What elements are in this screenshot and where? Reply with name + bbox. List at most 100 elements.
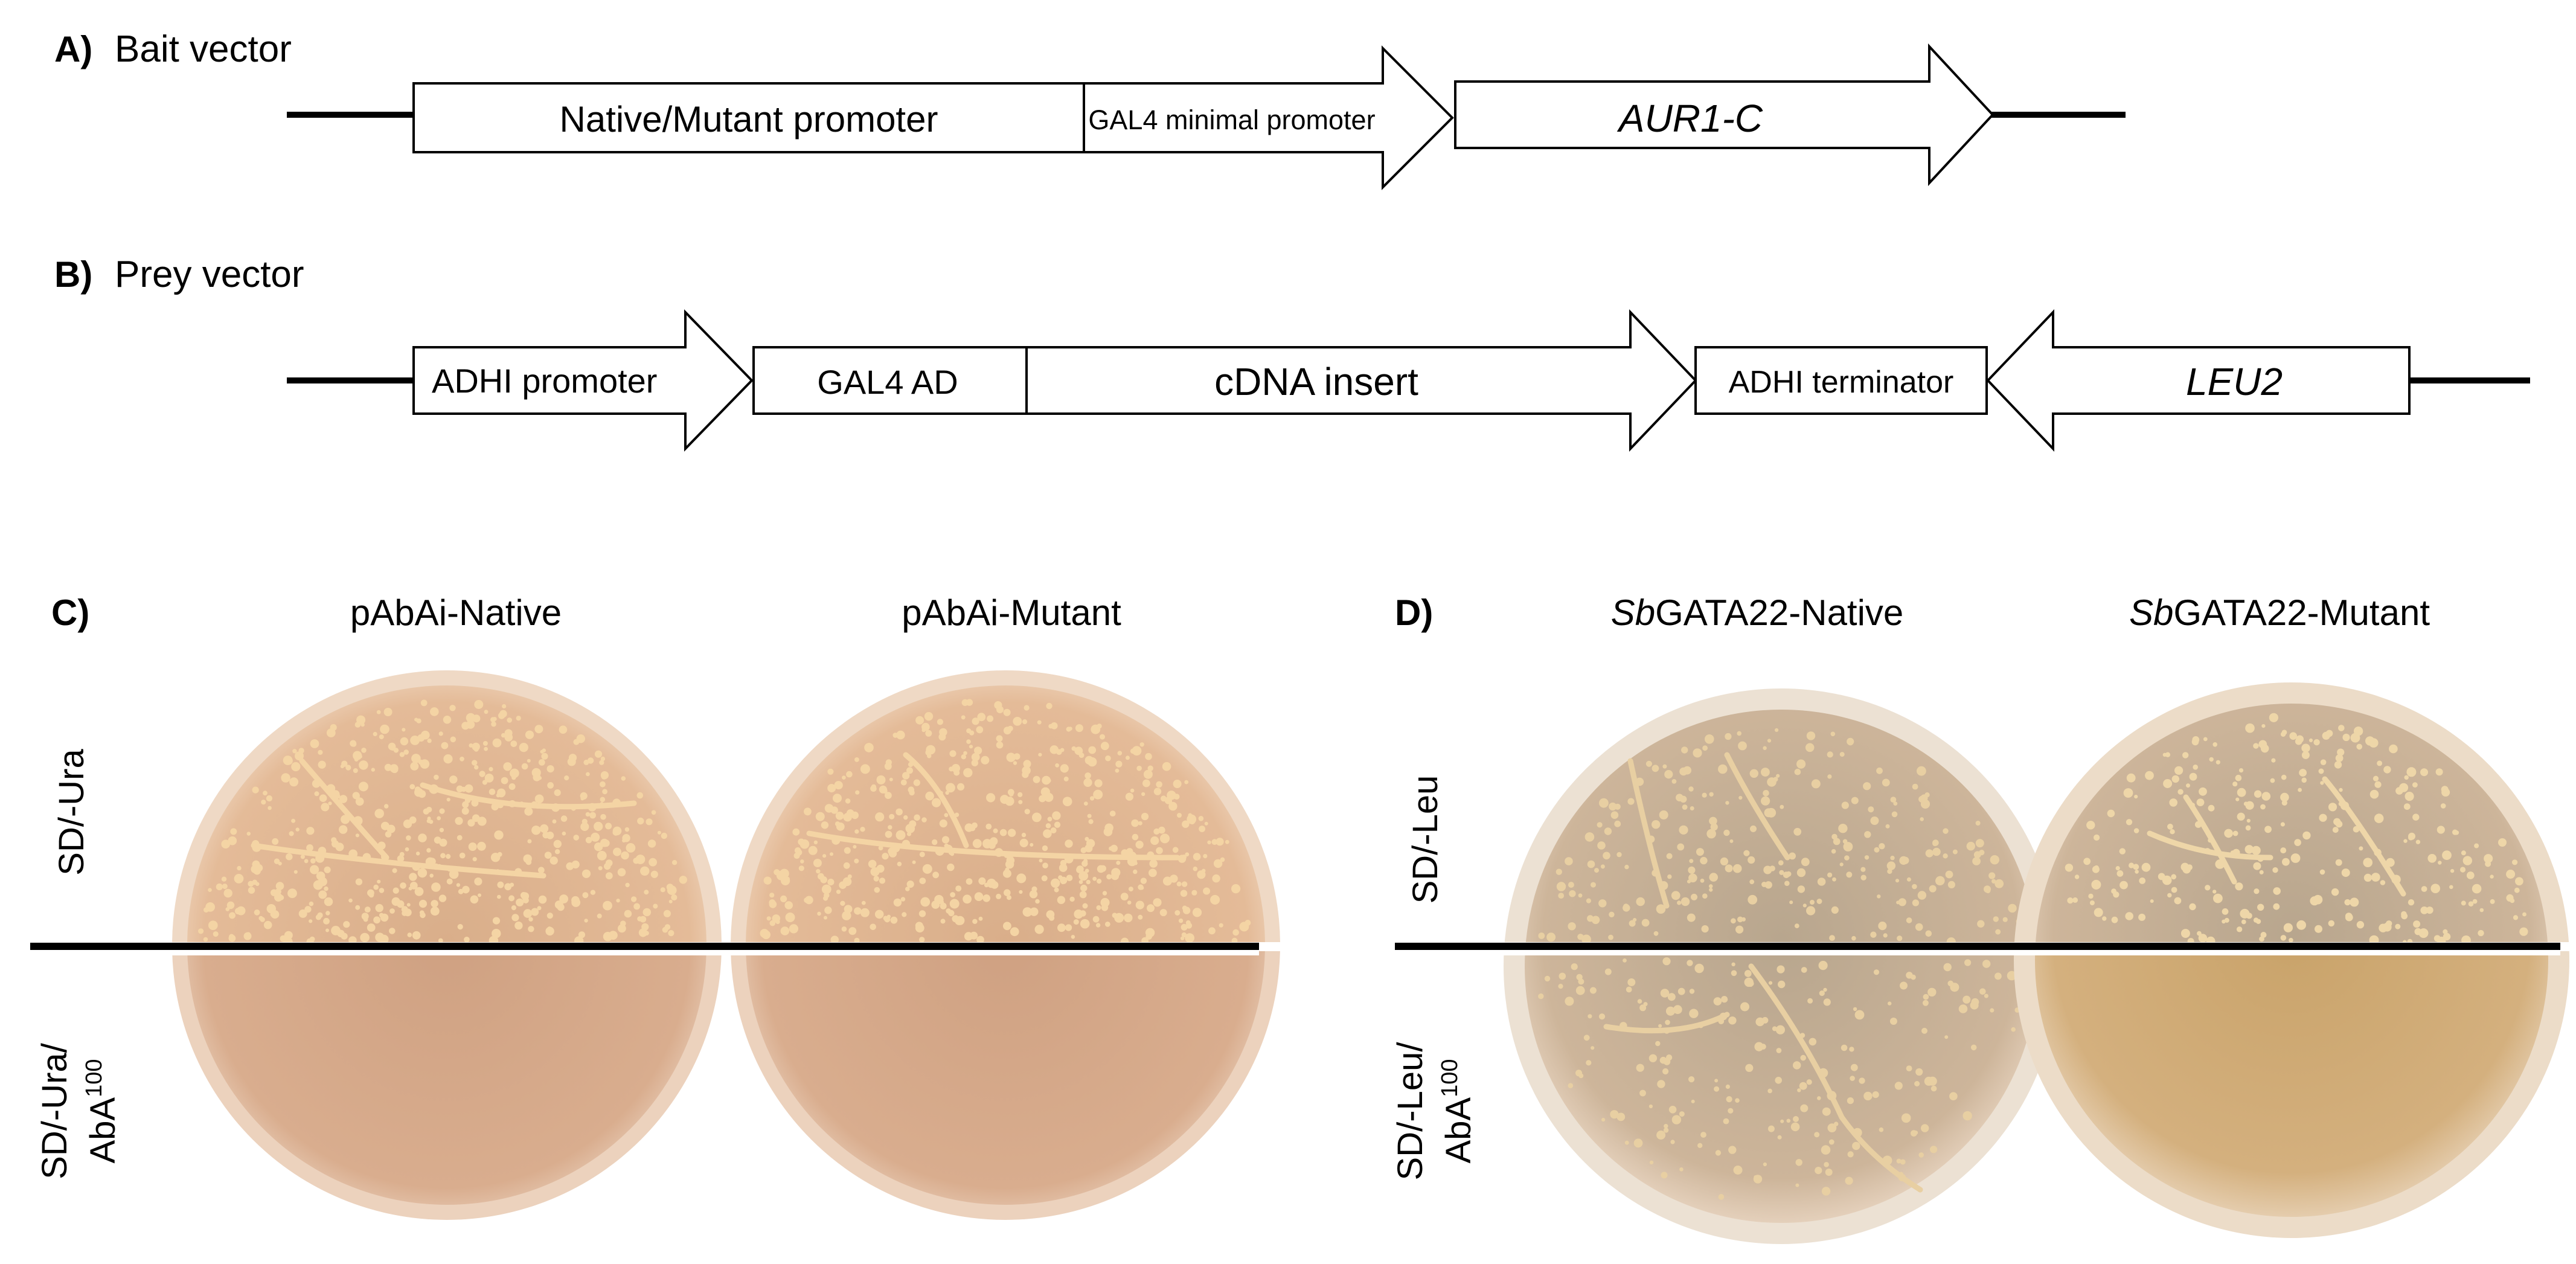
colony-dot — [545, 926, 554, 936]
colony-dot — [2443, 932, 2451, 941]
colony-dot — [510, 740, 517, 747]
colony-dot — [1860, 874, 1866, 881]
colony-dot — [1839, 862, 1844, 867]
colony-dot — [1749, 769, 1758, 778]
colony-dot — [636, 792, 644, 799]
colony-dot — [252, 786, 259, 794]
colony-dot — [1829, 935, 1835, 941]
colony-dot — [1558, 984, 1563, 989]
colony-dot — [800, 859, 804, 864]
colony-dot — [939, 819, 947, 828]
colony-dot — [822, 854, 827, 858]
colony-dot — [2235, 797, 2240, 801]
colony-dot — [2461, 935, 2471, 942]
colony-dot — [1927, 987, 1937, 997]
colony-dot — [1738, 741, 1747, 751]
colony-dot — [2199, 787, 2207, 796]
colony-dot — [1074, 910, 1083, 919]
colony-dot — [1860, 867, 1866, 872]
colony-dot — [1565, 857, 1573, 865]
colony-dot — [1914, 1131, 1918, 1135]
colony-dot — [1127, 900, 1132, 905]
colony-dot — [266, 795, 272, 802]
colony-dot — [324, 866, 331, 873]
plate-d-mutant-top — [2014, 682, 2569, 942]
colony-dot — [2203, 737, 2208, 742]
colony-dot — [1863, 782, 1871, 791]
colony-dot — [1745, 1063, 1754, 1072]
colony-dot — [566, 862, 574, 870]
colony-dot — [972, 919, 978, 925]
colony-dot — [237, 865, 242, 871]
colony-dot — [355, 797, 364, 806]
colony-dot — [580, 822, 589, 831]
colony-dot — [844, 816, 850, 821]
colony-streak — [1627, 758, 1670, 909]
colony-dot — [284, 931, 293, 940]
panel-c-letter: C) — [51, 592, 89, 633]
colony-dot — [1653, 931, 1659, 936]
panel-a: A) Bait vector Native/Mutant promoter GA… — [54, 28, 2126, 190]
colony-dot — [1922, 999, 1929, 1006]
colony-dot — [1728, 1146, 1737, 1154]
colony-dot — [1796, 759, 1806, 769]
colony-dot — [2083, 858, 2091, 865]
colony-dot — [885, 759, 892, 766]
colony-dot — [1130, 748, 1136, 754]
colony-dot — [2162, 752, 2167, 757]
colony-dot — [1082, 903, 1088, 909]
colony-dot — [1083, 778, 1092, 788]
colony-dot — [460, 756, 464, 762]
colony-dot — [384, 804, 389, 809]
colony-dot — [1975, 821, 1981, 826]
colony-dot — [766, 916, 771, 921]
colony-dot — [1636, 1063, 1644, 1072]
colony-dot — [1085, 756, 1094, 765]
colony-dot — [203, 937, 208, 942]
colony-dot — [571, 896, 580, 905]
colony-dot — [976, 726, 984, 734]
colony-dot — [1995, 929, 2001, 935]
colony-dot — [574, 936, 584, 942]
colony-dot — [1700, 856, 1708, 865]
colony-dot — [600, 838, 609, 847]
colony-dot — [2507, 870, 2512, 876]
colony-dot — [2506, 894, 2514, 902]
colony-dot — [438, 731, 443, 736]
colony-dot — [1597, 841, 1606, 850]
colony-dot — [2299, 769, 2307, 777]
colony-dot — [1970, 1044, 1977, 1051]
colony-dot — [1220, 857, 1225, 862]
colony-dot — [1568, 922, 1576, 931]
colony-dot — [263, 920, 272, 929]
colony-dot — [793, 852, 800, 859]
colony-dot — [456, 883, 461, 887]
colony-dot — [1140, 877, 1147, 884]
colony-dot — [884, 916, 891, 923]
colony-dot — [2197, 931, 2202, 936]
colony-dot — [813, 859, 822, 867]
colony-dot — [1732, 864, 1742, 873]
colony-dot — [1034, 925, 1044, 934]
colony-dot — [1847, 737, 1854, 745]
panel-d-col1-title: SbGATA22-Native — [1611, 592, 1904, 633]
colony-dot — [1825, 1169, 1833, 1176]
colony-dot — [2235, 774, 2242, 781]
colony-dot — [1604, 968, 1612, 975]
colony-dot — [531, 826, 541, 835]
colony-dot — [348, 898, 353, 903]
colony-dot — [484, 710, 489, 714]
colony-dot — [915, 922, 923, 930]
colony-dot — [2333, 818, 2341, 826]
colony-dot — [1750, 825, 1757, 832]
colony-dot — [434, 774, 439, 780]
colony-dot — [450, 736, 457, 743]
colony-dot — [896, 830, 906, 840]
colony-dot — [2341, 868, 2350, 877]
colony-dot — [1886, 861, 1896, 870]
colony-dot — [1930, 1146, 1938, 1153]
colony-dot — [667, 885, 677, 895]
colony-dot — [671, 894, 678, 901]
colony-dot — [2415, 839, 2421, 844]
colony-dot — [1925, 849, 1934, 858]
